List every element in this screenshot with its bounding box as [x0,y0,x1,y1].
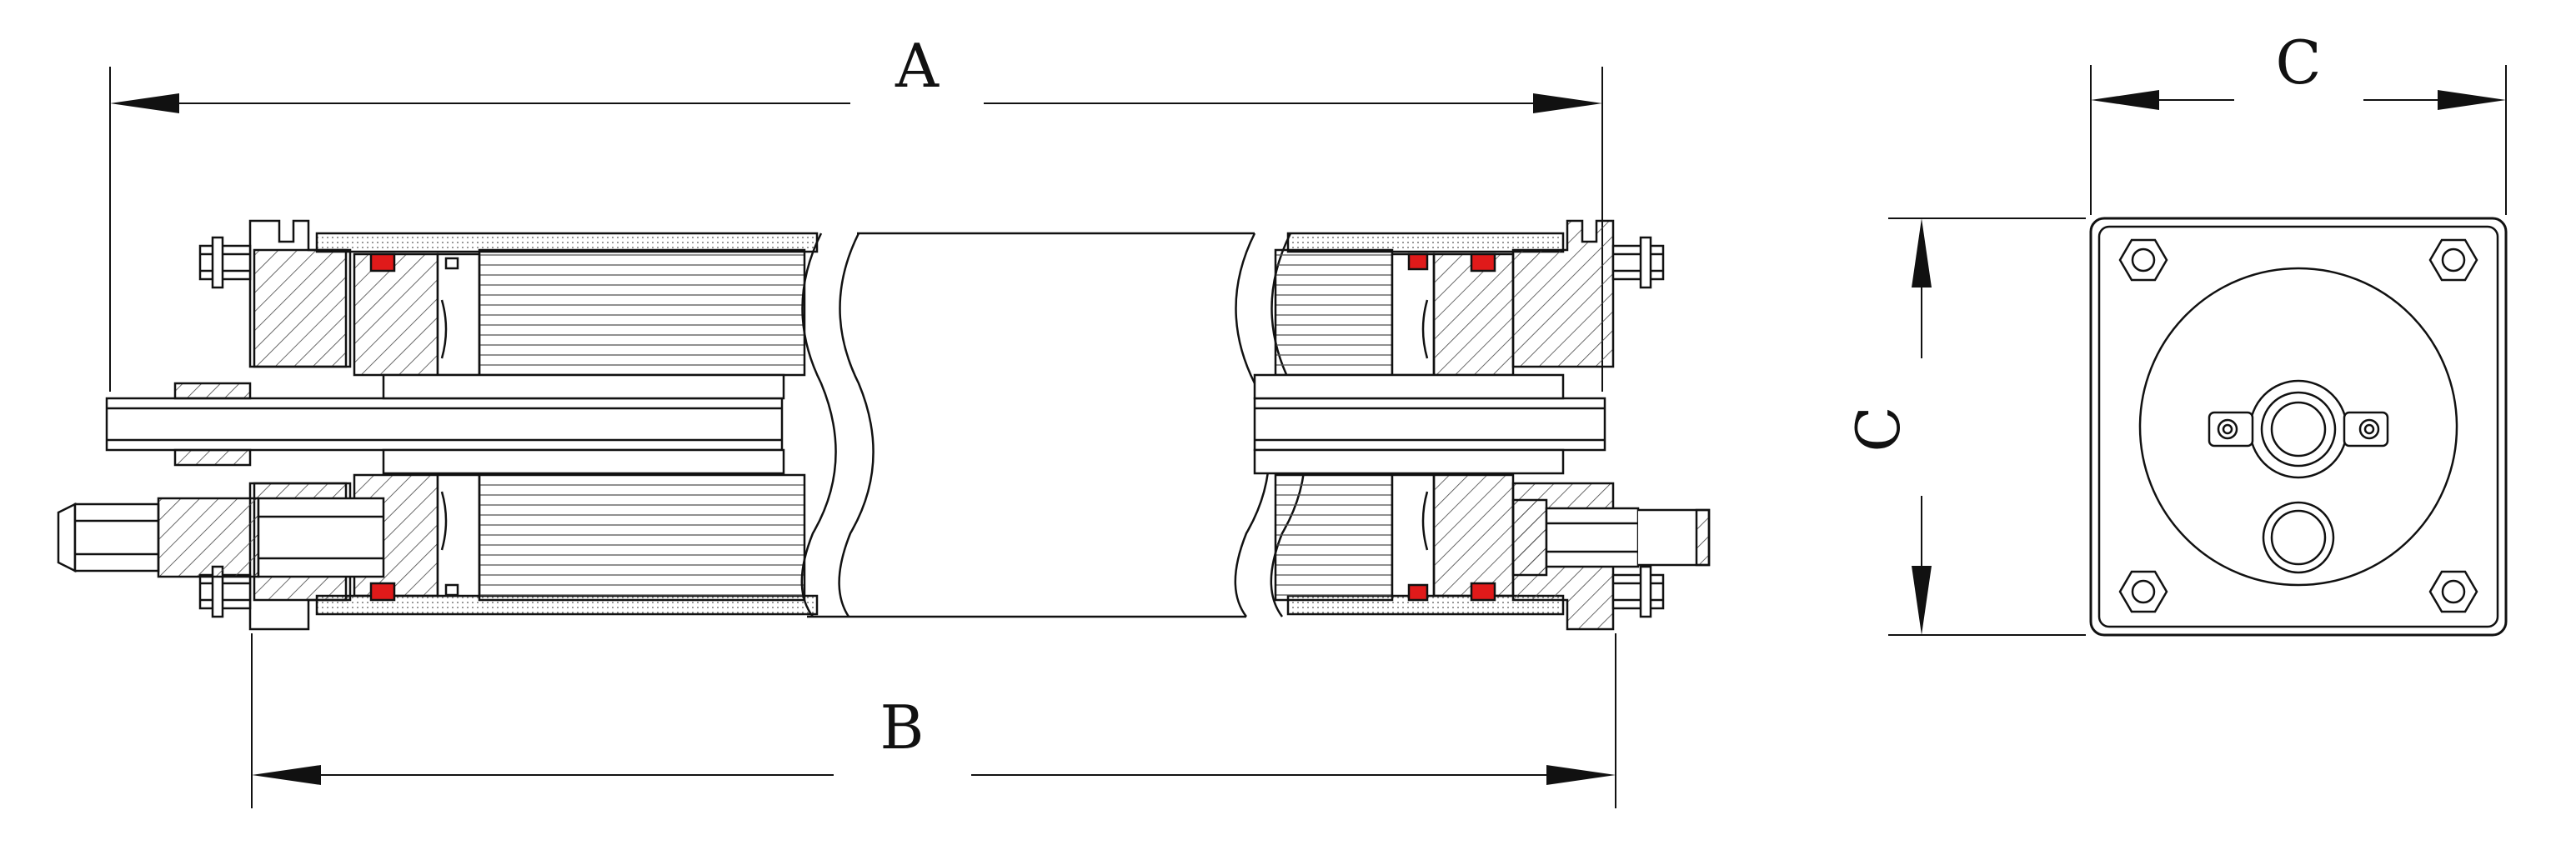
seal-icon [1407,583,1429,602]
dimension-b: B [251,633,1616,808]
hex-nut-icon [2118,570,2168,613]
port-fitting-icon [2262,501,2335,574]
dimension-c-height-label: C [1843,406,1913,452]
hex-nut-icon [2428,238,2478,282]
cylinder-section-view [57,219,1711,631]
hex-nut-icon [198,565,252,618]
hex-nut-icon [2118,238,2168,282]
seal-icon [369,252,396,272]
port-fitting-icon [1511,498,1711,577]
dimension-a: A [109,31,1603,392]
dimension-c-width: C [2090,28,2507,215]
dimension-b-label: B [880,692,925,762]
seal-icon [1407,252,1429,271]
hex-nut-icon [1611,236,1665,289]
seal-icon [1470,252,1496,272]
port-fitting-icon [57,497,385,578]
hex-nut-icon [2428,570,2478,613]
dimension-a-label: A [895,31,940,101]
hex-nut-icon [198,236,252,289]
seal-icon [1470,582,1496,602]
seal-icon [369,582,396,602]
dimension-c-width-label: C [2275,28,2321,98]
hex-nut-icon [1611,565,1665,618]
dimension-c-height: C [1843,218,2086,636]
end-view [2089,217,2508,637]
